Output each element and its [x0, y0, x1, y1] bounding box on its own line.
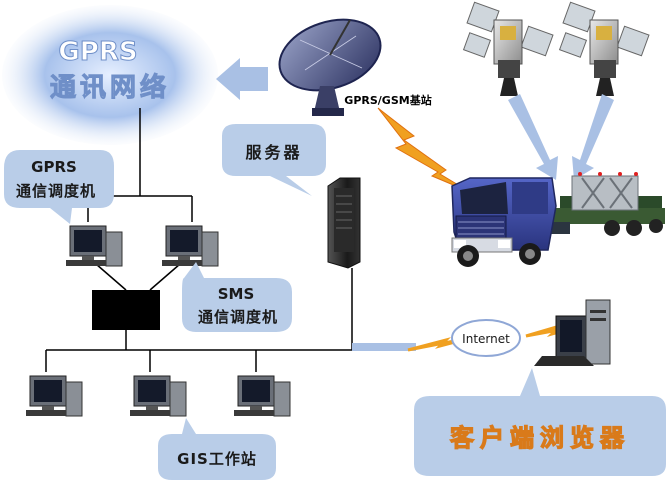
- arrow-satellite-to-truck: [508, 94, 558, 180]
- internet-node: Internet: [407, 319, 581, 357]
- internet-cloud-icon: [451, 319, 521, 357]
- client-browser-label: 客户端浏览器: [450, 424, 630, 452]
- gprs-network-node: GPRS 通讯网络: [2, 5, 218, 145]
- arrow-station-to-network: [216, 58, 268, 100]
- arrow-satellite-to-truck: [572, 94, 614, 180]
- satellite-icon: [462, 1, 554, 96]
- computer-icon: [234, 375, 291, 417]
- truck-icon: [451, 172, 665, 267]
- computer-icon: [130, 375, 187, 417]
- base-station-label: GPRS/GSM基站: [344, 93, 431, 107]
- sms-dispatcher-title: SMS: [218, 285, 255, 303]
- connection-lines: [45, 108, 353, 372]
- lightning-bolt-icon: [407, 336, 471, 352]
- satellite-icon: [558, 1, 650, 96]
- computer-icon: [26, 375, 83, 417]
- internet-label: Internet: [462, 332, 510, 346]
- lightning-bolt-icon: [377, 107, 471, 193]
- sms-dispatcher-subtitle: 通信调度机: [198, 308, 278, 326]
- gis-workstation-label: GIS工作站: [177, 450, 257, 468]
- gprs-dispatcher-subtitle: 通信调度机: [16, 182, 96, 200]
- server-icon: [327, 177, 361, 269]
- computer-icon: [162, 225, 219, 267]
- server-label: 服务器: [245, 143, 302, 162]
- client-computer-icon: [534, 299, 611, 366]
- server-label-bubble: 服务器: [222, 124, 326, 196]
- gprs-dispatcher-title: GPRS: [31, 158, 77, 176]
- gprs-dispatcher-bubble: GPRS 通信调度机: [4, 150, 114, 224]
- gis-workstation-bubble: GIS工作站: [158, 418, 276, 480]
- sms-dispatcher-bubble: SMS 通信调度机: [182, 262, 292, 332]
- modem-box: [92, 290, 160, 330]
- network-cloud-icon: [2, 5, 218, 145]
- client-browser-bubble: 客户端浏览器: [414, 368, 666, 476]
- computer-icon: [66, 225, 123, 267]
- satellite-dish-icon: [278, 18, 382, 116]
- gprs-network-subtitle: 通讯网络: [50, 72, 170, 103]
- gprs-network-title: GPRS: [58, 37, 137, 67]
